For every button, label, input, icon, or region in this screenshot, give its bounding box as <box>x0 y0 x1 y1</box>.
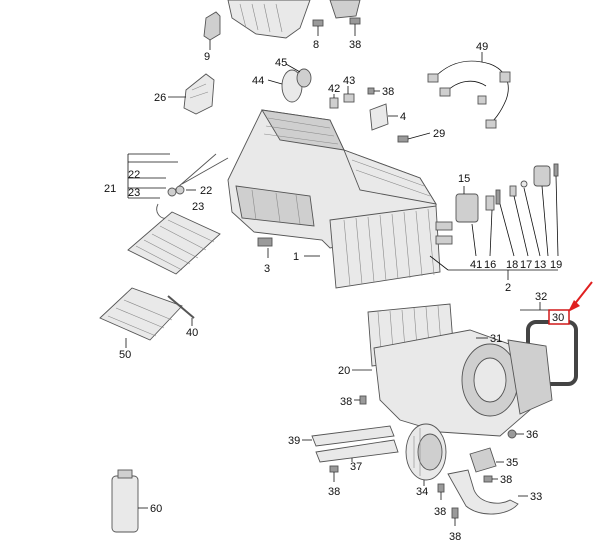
label-34: 34 <box>416 486 428 498</box>
label-13: 13 <box>534 259 546 271</box>
label-36: 36 <box>526 429 538 441</box>
label-2: 2 <box>505 282 511 294</box>
small-parts-16-to-19 <box>429 163 559 280</box>
label-40: 40 <box>186 327 198 339</box>
label-49: 49 <box>476 41 488 53</box>
clip-parts-42-43 <box>329 86 355 109</box>
duct-part-26 <box>168 73 215 115</box>
evaporator-core <box>329 205 453 289</box>
label-44: 44 <box>252 75 264 87</box>
screw-part-38-left <box>354 395 367 405</box>
heater-core <box>127 211 221 275</box>
label-31: 31 <box>490 333 502 345</box>
label-38-strip: 38 <box>328 486 340 498</box>
label-38-top: 38 <box>349 39 361 51</box>
duct-part-33 <box>447 469 528 515</box>
screw-part-38-right <box>483 475 498 483</box>
rod-part-40 <box>167 295 195 326</box>
knob-parts-44-45 <box>267 63 312 103</box>
top-housing-part <box>227 0 361 39</box>
label-38-left: 38 <box>340 396 352 408</box>
label-21: 21 <box>104 183 116 195</box>
label-42: 42 <box>328 83 340 95</box>
label-26: 26 <box>154 92 166 104</box>
label-16: 16 <box>484 259 496 271</box>
screw-part-38-upper <box>367 87 380 95</box>
screw-part-38-strip <box>329 465 339 482</box>
label-19: 19 <box>550 259 562 271</box>
label-33: 33 <box>530 491 542 503</box>
label-38-lower-b: 38 <box>449 531 461 543</box>
label-20: 20 <box>338 365 350 377</box>
label-41: 41 <box>470 259 482 271</box>
label-17: 17 <box>520 259 532 271</box>
screw-part-29 <box>397 132 431 143</box>
label-38-upper: 38 <box>382 86 394 98</box>
screw-part-38-lower-a <box>437 483 445 500</box>
label-4: 4 <box>400 111 406 123</box>
actuator-part-15 <box>455 186 479 223</box>
label-23-left: 23 <box>128 187 140 199</box>
bracket-part-9 <box>203 11 221 50</box>
label-3: 3 <box>264 263 270 275</box>
label-45: 45 <box>275 57 287 69</box>
label-18: 18 <box>506 259 518 271</box>
blower-housing-part-31 <box>373 329 553 437</box>
label-39: 39 <box>288 435 300 447</box>
wiring-harness-part-49 <box>427 52 511 129</box>
screw-part-8 <box>312 19 324 36</box>
label-1: 1 <box>293 251 299 263</box>
label-50: 50 <box>119 349 131 361</box>
label-60: 60 <box>150 503 162 515</box>
label-35: 35 <box>506 457 518 469</box>
clip-part-36 <box>507 429 524 439</box>
label-38-lower-a: 38 <box>434 506 446 518</box>
sensor-part-3 <box>257 237 273 258</box>
label-23-right: 23 <box>192 201 204 213</box>
resistor-part-35 <box>469 447 504 473</box>
label-29: 29 <box>433 128 445 140</box>
label-9: 9 <box>204 51 210 63</box>
label-30: 30 <box>552 312 564 324</box>
leader-32 <box>520 302 562 311</box>
bottle-part-60 <box>111 469 148 533</box>
label-32: 32 <box>535 291 547 303</box>
label-38-right: 38 <box>500 474 512 486</box>
screw-part-38-lower-b <box>451 507 459 526</box>
strip-part-37 <box>315 439 399 463</box>
label-8: 8 <box>313 39 319 51</box>
blower-fan-part-34 <box>405 423 447 486</box>
screw-part-38-top <box>349 17 361 36</box>
label-43: 43 <box>343 75 355 87</box>
coolant-pipes-21-22-23 <box>127 153 229 219</box>
label-22-right: 22 <box>200 185 212 197</box>
core-part-50 <box>99 287 183 348</box>
bracket-part-4 <box>369 103 398 131</box>
strip-part-39 <box>302 425 395 447</box>
label-37: 37 <box>350 461 362 473</box>
label-15: 15 <box>458 173 470 185</box>
label-22-left: 22 <box>128 169 140 181</box>
